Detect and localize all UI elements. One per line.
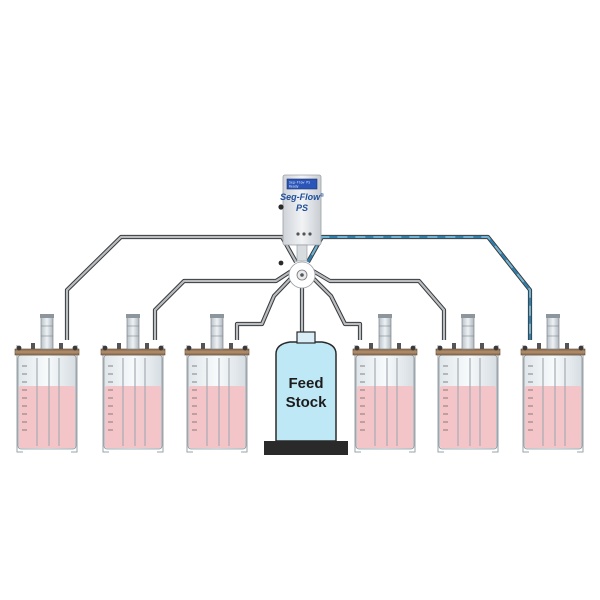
bottom-outlet — [16, 446, 23, 453]
device-model-label: PS — [296, 203, 308, 213]
lid-fitting — [145, 343, 149, 349]
lid-fitting — [537, 343, 541, 349]
lid-fitting — [229, 343, 233, 349]
lid-bolt — [158, 345, 164, 351]
reactor-liquid — [357, 386, 413, 448]
device-screen — [286, 178, 318, 190]
lid-bolt — [522, 345, 528, 351]
lid-bolt — [72, 345, 78, 351]
tube-4 — [307, 272, 362, 340]
reactor-array — [14, 314, 586, 453]
tube-6 — [307, 235, 532, 340]
reactor-vessel-5 — [435, 314, 501, 453]
reactor-vessel-1 — [14, 314, 80, 453]
reactor-liquid — [525, 386, 581, 448]
bottom-outlet — [71, 446, 78, 453]
reactor-liquid — [189, 386, 245, 448]
bottom-outlet — [102, 446, 109, 453]
feed-stock-label-line2: Stock — [286, 394, 328, 411]
lid-fitting — [397, 343, 401, 349]
top-port-cap — [40, 314, 54, 318]
device-brand-label: Seg-Flow® — [280, 192, 324, 202]
bottom-outlet — [577, 446, 584, 453]
bottom-outlet — [241, 446, 248, 453]
feed-stock-base — [264, 441, 348, 455]
bottom-outlet — [354, 446, 361, 453]
reactor-liquid — [105, 386, 161, 448]
top-port-cap — [378, 314, 392, 318]
tube-2 — [153, 267, 297, 340]
lid-fitting — [480, 343, 484, 349]
top-port — [40, 315, 54, 350]
seg-flow-ps-device: Seg-Flow PS Ready Seg-Flow® PS — [278, 174, 324, 289]
lid-bolt — [493, 345, 499, 351]
rotary-valve-manifold — [288, 261, 316, 289]
lid-fitting — [201, 343, 205, 349]
lid-fitting — [565, 343, 569, 349]
device-valve-stem — [296, 244, 308, 262]
top-port-cap — [461, 314, 475, 318]
top-port — [126, 315, 140, 350]
bottom-outlet — [157, 446, 164, 453]
lid-fitting — [117, 343, 121, 349]
lid-bolt — [578, 345, 584, 351]
reactor-vessel-2 — [100, 314, 166, 453]
tube-5 — [307, 267, 446, 340]
device-port-top — [308, 232, 312, 236]
lid-bolt — [354, 345, 360, 351]
device-knob-valve[interactable] — [278, 260, 284, 266]
device-knob-side[interactable] — [278, 204, 284, 210]
lid-bolt — [410, 345, 416, 351]
device-port-top — [302, 232, 306, 236]
lid-fitting — [59, 343, 63, 349]
top-port — [210, 315, 224, 350]
top-port-cap — [126, 314, 140, 318]
reactor-vessel-3 — [184, 314, 250, 453]
top-port — [546, 315, 560, 350]
top-port — [461, 315, 475, 350]
lid-fitting — [369, 343, 373, 349]
lid-bolt — [437, 345, 443, 351]
lid-fitting — [452, 343, 456, 349]
tube-flow-segments — [307, 235, 532, 340]
tube-3 — [235, 272, 297, 340]
device-screen-line1: Seg-Flow PS — [289, 181, 310, 185]
bottom-outlet — [522, 446, 529, 453]
lid-bolt — [16, 345, 22, 351]
feed-stock-container: Feed Stock — [264, 331, 348, 455]
feed-stock-neck — [296, 331, 316, 344]
bottom-outlet — [437, 446, 444, 453]
reactor-liquid — [19, 386, 75, 448]
device-port-top — [296, 232, 300, 236]
lid-bolt — [186, 345, 192, 351]
bottom-outlet — [186, 446, 193, 453]
reactor-vessel-6 — [520, 314, 586, 453]
top-port-cap — [546, 314, 560, 318]
lid-fitting — [31, 343, 35, 349]
tube-outline-6 — [306, 234, 533, 340]
feed-stock-label-line1: Feed — [288, 375, 323, 392]
top-port — [378, 315, 392, 350]
bottom-outlet — [492, 446, 499, 453]
device-screen-line2: Ready — [289, 185, 299, 189]
feed-stock-bottle — [275, 341, 337, 442]
lid-bolt — [242, 345, 248, 351]
reactor-liquid — [440, 386, 496, 448]
top-port-cap — [210, 314, 224, 318]
lid-bolt — [102, 345, 108, 351]
reactor-vessel-4 — [352, 314, 418, 453]
tube-outline-2 — [152, 266, 298, 340]
bottom-outlet — [409, 446, 416, 453]
